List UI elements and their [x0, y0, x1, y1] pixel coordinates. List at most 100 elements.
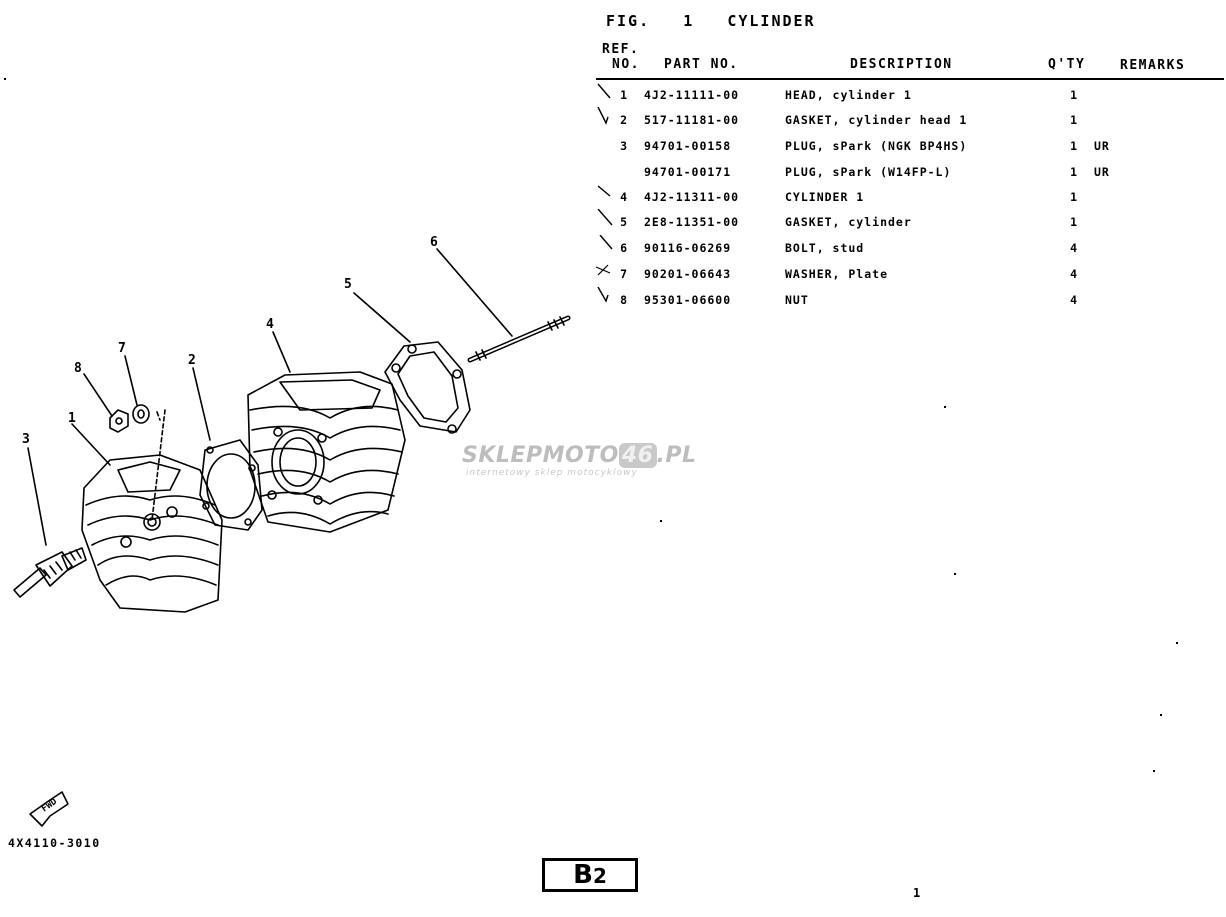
header-rule — [596, 78, 1224, 80]
row-remarks: UR — [1094, 165, 1110, 179]
header-part-no: PART NO. — [664, 57, 739, 72]
forward-arrow-icon — [29, 791, 69, 827]
table-row: 94701-00171 PLUG, sPark (W14FP-L) 1 UR — [596, 165, 1216, 187]
row-qty: 1 — [1070, 113, 1078, 127]
header-remarks: REMARKS — [1120, 58, 1186, 73]
row-qty: 1 — [1070, 165, 1078, 179]
table-row: 4 4J2-11311-00 CYLINDER 1 1 — [596, 185, 1216, 212]
table-row: 1 4J2-11111-00 HEAD, cylinder 1 1 — [596, 83, 1216, 110]
row-part-no: 4J2-11111-00 — [644, 88, 740, 102]
check-mark — [597, 287, 609, 303]
row-description: WASHER, Plate — [785, 267, 889, 281]
header-ref-line1: REF. — [602, 42, 640, 57]
row-remarks: UR — [1094, 139, 1110, 153]
cross-mark — [596, 264, 611, 276]
row-description: GASKET, cylinder — [785, 215, 912, 229]
table-row: 2 517-11181-00 GASKET, cylinder head 1 1 — [596, 107, 1216, 135]
check-mark — [597, 209, 613, 226]
header-ref-line2: NO. — [612, 57, 640, 72]
scan-speck — [944, 406, 946, 408]
row-description: BOLT, stud — [785, 241, 865, 255]
table-row: 8 95301-06600 NUT 4 — [596, 287, 1216, 315]
scan-speck — [1176, 642, 1178, 644]
nut-part — [109, 409, 129, 433]
row-part-no: 94701-00158 — [644, 139, 732, 153]
row-part-no: 90201-06643 — [644, 267, 732, 281]
row-description: GASKET, cylinder head 1 — [785, 113, 968, 127]
header-description: DESCRIPTION — [850, 57, 953, 72]
callout-7: 7 — [118, 341, 126, 356]
row-description: HEAD, cylinder 1 — [785, 88, 912, 102]
watermark-tagline: internetowy sklep motocyklowy — [466, 468, 638, 478]
callout-8: 8 — [74, 361, 82, 376]
figure-name: CYLINDER — [727, 12, 816, 30]
figure-title: FIG. 1 CYLINDER — [606, 12, 816, 30]
table-row: 6 90116-06269 BOLT, stud 4 — [596, 235, 1216, 263]
table-row: 3 94701-00158 PLUG, sPark (NGK BP4HS) 1 … — [596, 139, 1216, 161]
row-ref: 1 — [620, 88, 628, 102]
row-description: NUT — [785, 293, 809, 307]
row-ref: 7 — [620, 267, 628, 281]
callout-6: 6 — [430, 235, 438, 250]
row-part-no: 90116-06269 — [644, 241, 732, 255]
row-part-no: 2E8-11351-00 — [644, 215, 740, 229]
check-mark — [597, 83, 611, 99]
cylinder-gasket-part — [384, 341, 471, 434]
check-mark — [597, 107, 609, 125]
check-mark — [599, 235, 613, 250]
watermark-brand-c: .PL — [656, 443, 697, 468]
row-ref: 4 — [620, 190, 628, 204]
check-mark — [597, 185, 611, 197]
spark-plug-part — [13, 547, 87, 598]
callout-5: 5 — [344, 277, 352, 292]
row-ref: 8 — [620, 293, 628, 307]
scan-speck — [1153, 770, 1155, 772]
scan-speck — [1160, 714, 1162, 716]
row-part-no: 517-11181-00 — [644, 113, 740, 127]
washer-part — [132, 404, 150, 424]
row-qty: 1 — [1070, 139, 1078, 153]
page-number: 1 — [913, 886, 921, 900]
scan-speck — [4, 78, 6, 80]
row-description: CYLINDER 1 — [785, 190, 865, 204]
page-label: B2 — [542, 858, 638, 892]
table-row: 7 90201-06643 WASHER, Plate 4 — [596, 264, 1216, 289]
page-label-letter: B — [573, 860, 593, 890]
row-ref: 2 — [620, 113, 628, 127]
watermark-brand-b: 46 — [618, 443, 657, 468]
callout-4: 4 — [266, 317, 274, 332]
stud-bolt-part — [467, 315, 571, 363]
row-ref: 3 — [620, 139, 628, 153]
head-gasket-part — [199, 439, 263, 531]
row-qty: 1 — [1070, 215, 1078, 229]
figure-label: FIG. — [606, 12, 651, 30]
row-part-no: 95301-06600 — [644, 293, 732, 307]
row-ref: 5 — [620, 215, 628, 229]
row-qty: 1 — [1070, 88, 1078, 102]
reference-code: 4X4110-3010 — [8, 836, 101, 850]
row-description: PLUG, sPark (NGK BP4HS) — [785, 139, 968, 153]
callout-2: 2 — [188, 353, 196, 368]
row-qty: 4 — [1070, 241, 1078, 255]
table-row: 5 2E8-11351-00 GASKET, cylinder 1 — [596, 209, 1216, 237]
watermark-brand-a: SKLEPMOTO — [462, 443, 619, 468]
cylinder-head-part — [81, 454, 223, 613]
figure-number: 1 — [683, 12, 695, 30]
cylinder-part — [247, 371, 406, 533]
row-ref: 6 — [620, 241, 628, 255]
row-qty: 1 — [1070, 190, 1078, 204]
page-label-number: 2 — [592, 864, 607, 888]
scan-speck — [954, 573, 956, 575]
scan-speck — [660, 520, 662, 522]
header-qty: Q'TY — [1048, 57, 1086, 72]
row-part-no: 94701-00171 — [644, 165, 732, 179]
row-qty: 4 — [1070, 293, 1078, 307]
row-part-no: 4J2-11311-00 — [644, 190, 740, 204]
row-qty: 4 — [1070, 267, 1078, 281]
callout-1: 1 — [68, 411, 76, 426]
row-description: PLUG, sPark (W14FP-L) — [785, 165, 952, 179]
callout-3: 3 — [22, 432, 30, 447]
